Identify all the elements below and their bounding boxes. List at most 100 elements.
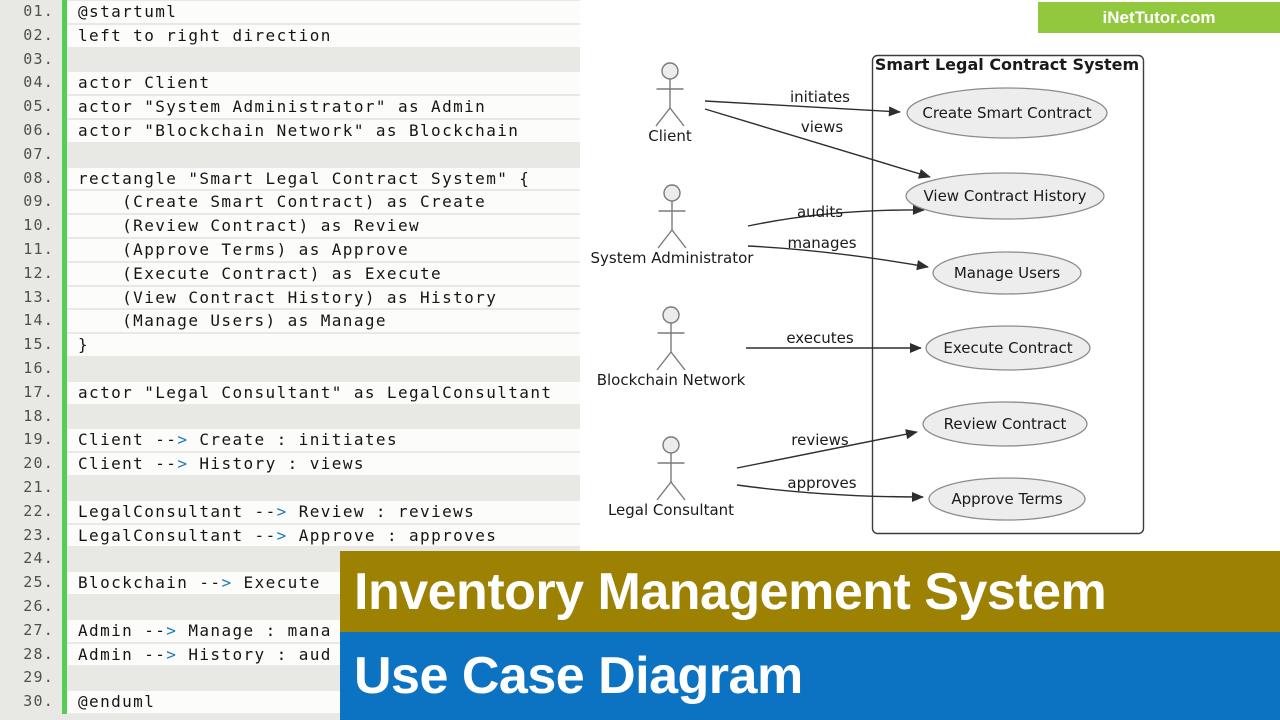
code-line: 12. (Execute Contract) as Execute: [0, 262, 583, 286]
edge-audits: [747, 204, 925, 227]
code-line: 08. rectangle "Smart Legal Contract Syste…: [0, 167, 583, 191]
line-number: 01.: [23, 2, 54, 20]
code-text[interactable]: [67, 49, 583, 71]
code-text[interactable]: [67, 144, 583, 166]
code-text[interactable]: actor "Blockchain Network" as Blockchain: [67, 119, 583, 142]
line-number: 18.: [23, 406, 54, 425]
edges: [704, 100, 931, 503]
actor-client: Client: [648, 62, 692, 145]
use-case-execute-contract: Execute Contract: [925, 325, 1091, 371]
use-cases: Create Smart Contract View Contract Hist…: [905, 87, 1108, 521]
line-number: 13.: [23, 287, 54, 306]
code-text[interactable]: [67, 477, 583, 499]
code-line: 21.: [0, 476, 583, 500]
code-line: 02.left to right direction: [0, 24, 583, 48]
arrow-operator: >: [276, 501, 288, 521]
actor-system-administrator: System Administrator: [591, 184, 755, 267]
actor-legal-consultant: Legal Consultant: [608, 436, 734, 519]
code-line: 22. LegalConsultant --> Review : reviews: [0, 500, 583, 524]
subtitle-banner: Use Case Diagram: [340, 632, 1280, 720]
use-case-review-contract: Review Contract: [922, 401, 1088, 447]
line-number: 22.: [23, 501, 54, 520]
svg-text:Review Contract: Review Contract: [944, 415, 1067, 433]
line-number: 24.: [23, 549, 54, 568]
line-number: 05.: [23, 97, 54, 116]
code-text[interactable]: Client --> Create : initiates: [67, 429, 583, 452]
arrow-operator: >: [166, 644, 178, 664]
code-text[interactable]: [67, 358, 583, 380]
code-line: 05. actor "System Administrator" as Admin: [0, 95, 583, 119]
edge-label-executes: executes: [786, 329, 853, 347]
code-line: 07.: [0, 143, 583, 167]
code-text[interactable]: Client --> History : views: [67, 453, 583, 475]
code-line: 13. (View Contract History) as History: [0, 286, 583, 310]
svg-text:Legal Consultant: Legal Consultant: [608, 501, 734, 519]
line-number: 14.: [23, 311, 54, 330]
arrow-operator: >: [221, 573, 233, 593]
gutter-divider-bar: [62, 0, 67, 714]
code-line: 01. @startuml: [0, 0, 583, 24]
line-number: 16.: [23, 358, 54, 377]
line-number: 28.: [23, 644, 54, 663]
edge-approves: [736, 484, 924, 503]
edge-label-views: views: [801, 118, 844, 136]
edge-manages: [747, 245, 929, 271]
code-text[interactable]: (Approve Terms) as Approve: [67, 238, 583, 261]
svg-text:System Administrator: System Administrator: [591, 249, 755, 267]
code-line: 09. (Create Smart Contract) as Create: [0, 190, 583, 214]
code-line: 20. Client --> History : views: [0, 452, 583, 476]
code-text[interactable]: (Manage Users) as Manage: [67, 310, 583, 333]
line-number: 08.: [23, 168, 54, 187]
svg-text:Client: Client: [648, 127, 692, 145]
code-text[interactable]: (View Contract History) as History: [67, 286, 583, 309]
arrow-operator: >: [166, 620, 178, 640]
edge-label-initiates: initiates: [790, 88, 850, 106]
line-number: 27.: [23, 620, 54, 639]
code-text[interactable]: actor "Legal Consultant" as LegalConsult…: [67, 381, 583, 404]
code-line: 06.actor "Blockchain Network" as Blockch…: [0, 119, 583, 143]
line-number: 21.: [23, 477, 54, 496]
line-number: 20.: [23, 454, 54, 473]
code-text[interactable]: (Execute Contract) as Execute: [67, 262, 583, 285]
line-number: 23.: [23, 525, 54, 544]
code-text[interactable]: (Create Smart Contract) as Create: [67, 191, 583, 214]
code-text[interactable]: actor Client: [67, 72, 583, 95]
line-number: 04.: [23, 73, 54, 92]
line-number: 15.: [23, 335, 54, 354]
code-text[interactable]: }: [67, 334, 583, 356]
code-line: 10. (Review Contract) as Review: [0, 214, 583, 238]
line-number: 17.: [23, 382, 54, 401]
use-case-manage-users: Manage Users: [932, 251, 1082, 295]
code-line: 14. (Manage Users) as Manage: [0, 309, 583, 333]
code-text[interactable]: [67, 406, 583, 428]
svg-text:Execute Contract: Execute Contract: [943, 339, 1072, 357]
code-line: 04. actor Client: [0, 71, 583, 95]
edge-initiates: [704, 100, 901, 117]
code-text[interactable]: @startuml: [67, 1, 583, 23]
title-banner-text: Inventory Management System: [354, 562, 1107, 621]
use-case-approve-terms: Approve Terms: [928, 477, 1086, 521]
line-number: 19.: [23, 430, 54, 449]
edge-labels: initiates views audits manages executes …: [786, 88, 856, 492]
code-line: 15.}: [0, 333, 583, 357]
code-text[interactable]: left to right direction: [67, 24, 583, 47]
edge-views: [704, 108, 931, 179]
code-line: 18.: [0, 405, 583, 429]
edge-label-manages: manages: [787, 234, 856, 252]
line-number: 07.: [23, 144, 54, 163]
code-text[interactable]: actor "System Administrator" as Admin: [67, 96, 583, 118]
svg-text:View Contract History: View Contract History: [923, 187, 1086, 205]
use-case-diagram: Smart Legal Contract System initiates vi…: [580, 0, 1280, 551]
code-text[interactable]: LegalConsultant --> Approve : approves: [67, 524, 583, 547]
edge-reviews: [736, 429, 918, 469]
code-text[interactable]: (Review Contract) as Review: [67, 215, 583, 237]
line-number: 30.: [23, 692, 54, 711]
code-line: 17. actor "Legal Consultant" as LegalCons…: [0, 381, 583, 405]
arrow-operator: >: [177, 454, 189, 474]
code-text[interactable]: rectangle "Smart Legal Contract System" …: [67, 167, 583, 190]
arrow-operator: >: [276, 525, 288, 545]
code-line: 23. LegalConsultant --> Approve : approve…: [0, 524, 583, 548]
code-text[interactable]: LegalConsultant --> Review : reviews: [67, 500, 583, 523]
